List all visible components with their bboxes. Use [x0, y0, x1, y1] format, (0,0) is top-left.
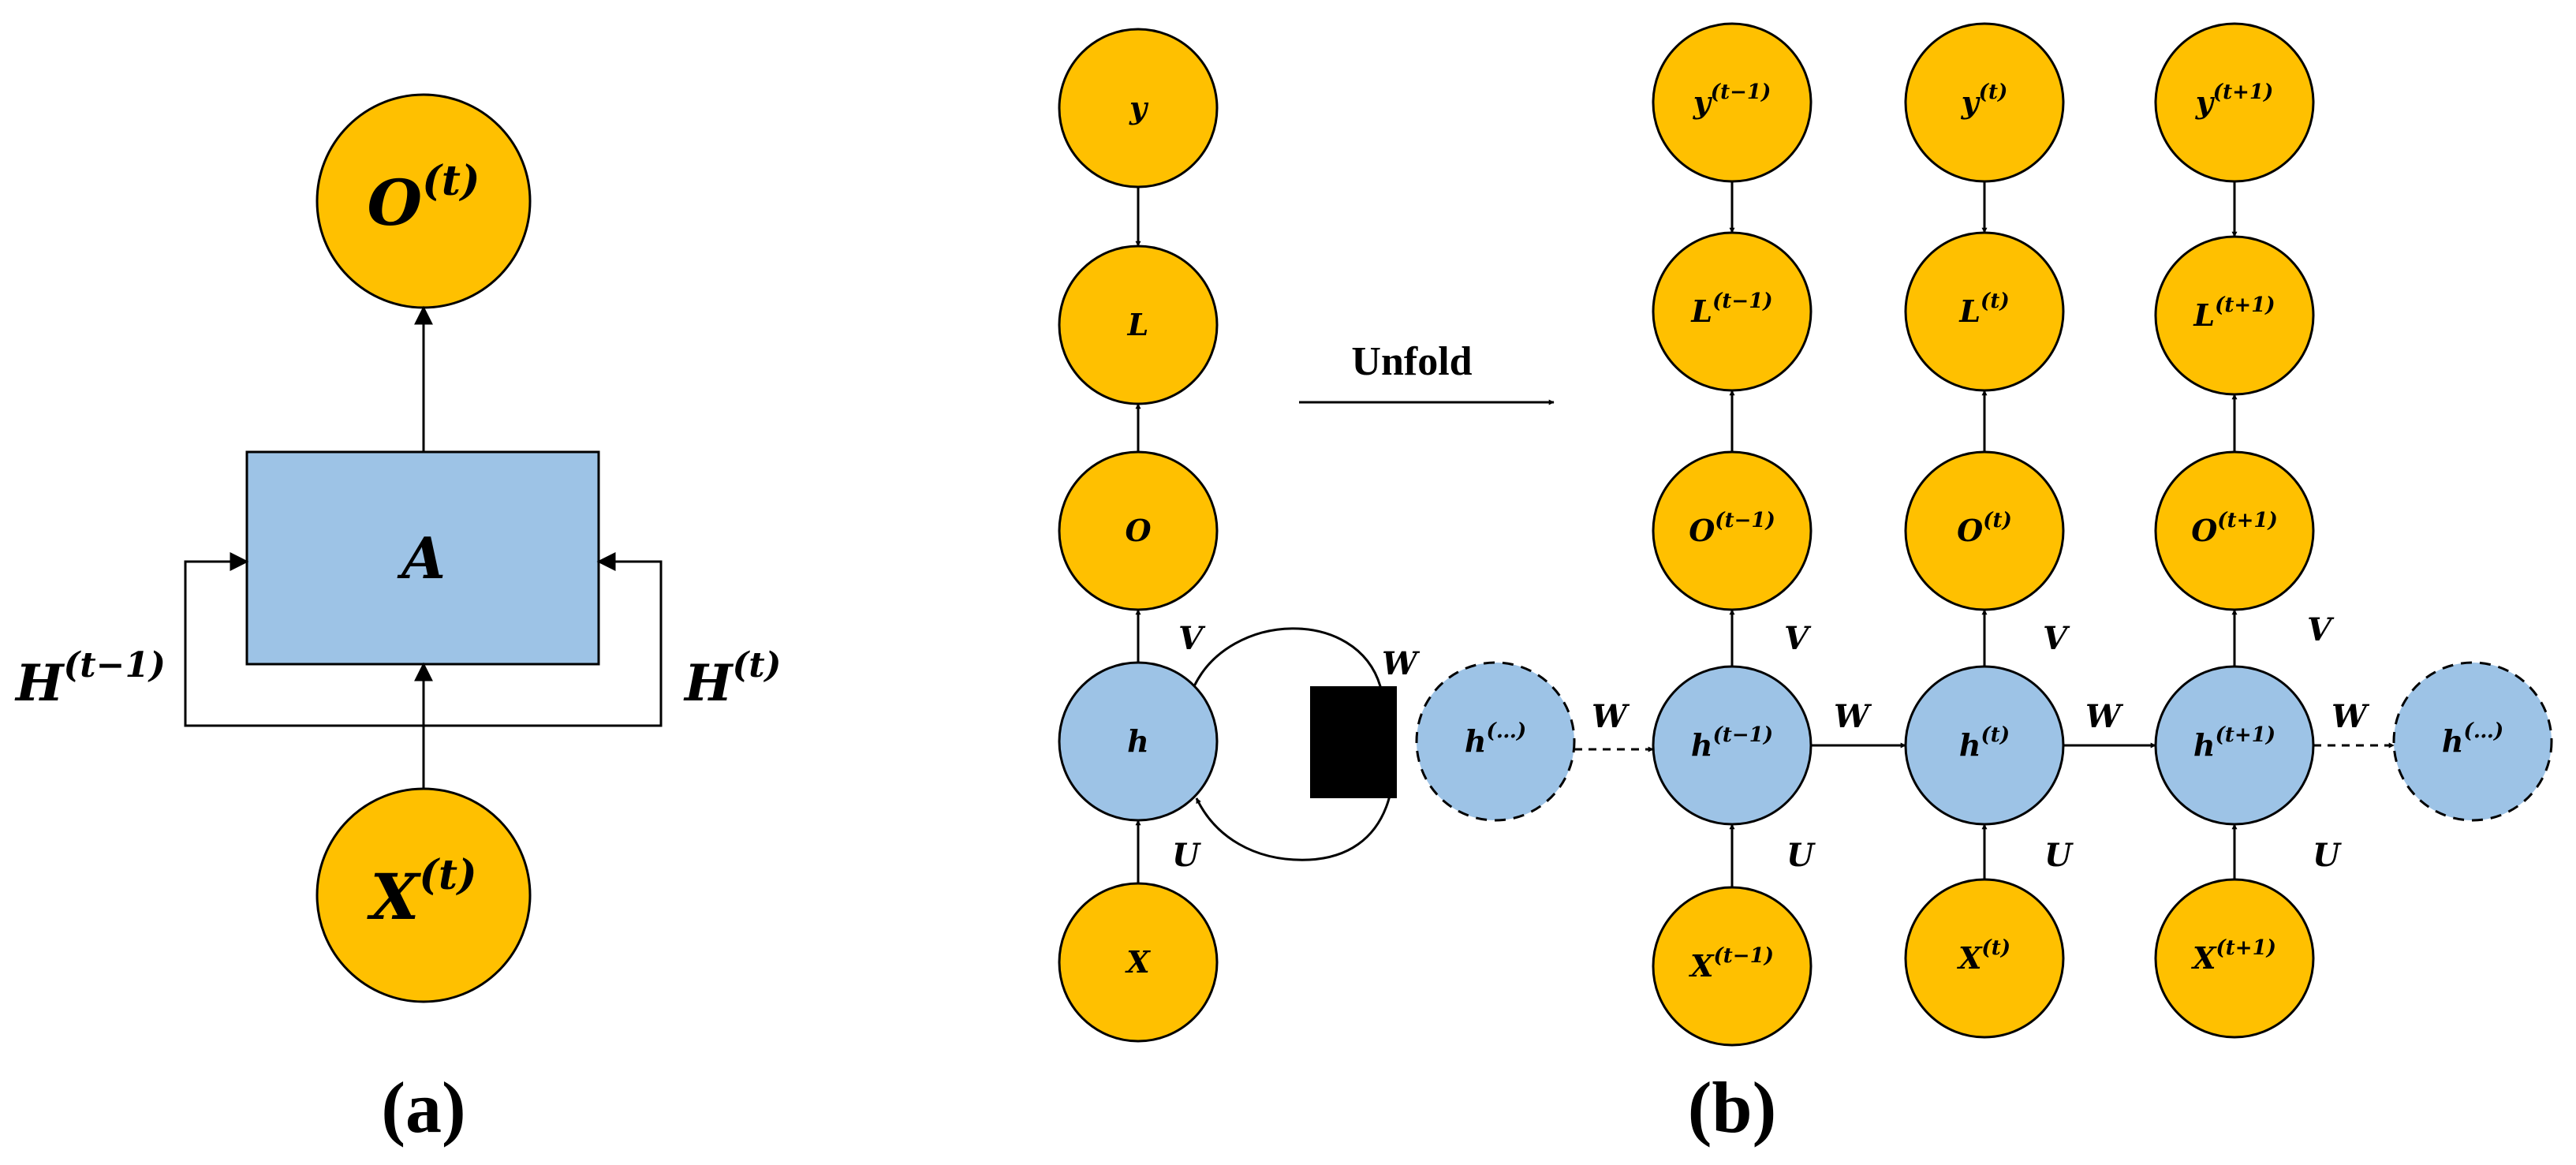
weight-v: V — [2307, 611, 2335, 648]
folded-y-label: y — [1129, 90, 1149, 125]
caption-a: (a) — [381, 1067, 465, 1148]
folded-output-label: O — [1125, 513, 1151, 548]
recurrent-loop-right — [424, 552, 663, 727]
hidden-ellipsis-right — [2392, 661, 2553, 822]
panel-b-folded: y L O h X V U W Unfold — [1058, 28, 1555, 1043]
delay-block — [1310, 686, 1397, 798]
folded-input-label: X — [1125, 944, 1151, 980]
y-label: y(t+1) — [2195, 80, 2274, 120]
weight-w-3: W — [2331, 698, 2370, 735]
recurrent-loop-left — [184, 552, 424, 727]
input-label: X(t) — [1957, 936, 2010, 976]
weight-u: U — [2044, 837, 2074, 874]
folded-weight-v: V — [1178, 620, 1206, 657]
weight-v: V — [2043, 620, 2070, 657]
hidden-label: h(t) — [1959, 723, 2010, 763]
folded-hidden-label: h — [1127, 723, 1149, 759]
output-label: O(t−1) — [1689, 509, 1775, 548]
hidden-label: h(t+1) — [2193, 723, 2275, 763]
hidden-ellipsis-left — [1415, 661, 1576, 822]
panel-b-unfolded: h(…) h(…) W W W W y(t−1) L(t−1) O(t−1) h… — [1415, 22, 2553, 1148]
folded-loss-label: L — [1127, 307, 1149, 342]
loss-label: L(t+1) — [2193, 293, 2275, 333]
input-label: X(t−1) — [1689, 944, 1774, 984]
weight-u: U — [1786, 837, 1816, 874]
hidden-ellipsis-left-label: h(…) — [1465, 719, 1526, 759]
caption-b: (b) — [1688, 1067, 1776, 1148]
hidden-prev-label: H(t−1) — [14, 645, 166, 713]
hidden-label: h(t−1) — [1691, 723, 1773, 763]
output-label: O(t+1) — [2191, 509, 2278, 548]
output-label: O(t) — [1957, 509, 2012, 548]
weight-w-1: W — [1834, 698, 1872, 735]
hidden-ellipsis-right-label: h(…) — [2442, 719, 2503, 759]
unfold-label: Unfold — [1351, 339, 1472, 384]
cell-a-label: A — [397, 525, 446, 592]
folded-weight-u: U — [1172, 837, 1201, 874]
output-node-label: O(t) — [368, 157, 480, 240]
input-label: X(t+1) — [2191, 936, 2276, 976]
y-label: y(t−1) — [1693, 80, 1771, 120]
loss-label: L(t−1) — [1690, 289, 1772, 329]
loss-label: L(t) — [1958, 289, 2009, 329]
y-label: y(t) — [1961, 80, 2008, 120]
time-step-curr: y(t) L(t) O(t) h(t) X(t) V U — [1904, 22, 2074, 1039]
weight-v: V — [1784, 620, 1812, 657]
weight-w-2: W — [2085, 698, 2124, 735]
folded-weight-w: W — [1382, 645, 1421, 682]
time-step-prev: y(t−1) L(t−1) O(t−1) h(t−1) X(t−1) V U — [1652, 22, 1816, 1047]
weight-u: U — [2313, 837, 2342, 874]
hidden-curr-label: H(t) — [683, 645, 781, 713]
panel-a: O(t) A X(t) H(t−1) H(t) (a) — [14, 93, 781, 1148]
time-step-next: y(t+1) L(t+1) O(t+1) h(t+1) X(t+1) V U — [2154, 22, 2342, 1039]
input-node-label: X(t) — [366, 851, 476, 934]
weight-w-0: W — [1592, 698, 1630, 735]
